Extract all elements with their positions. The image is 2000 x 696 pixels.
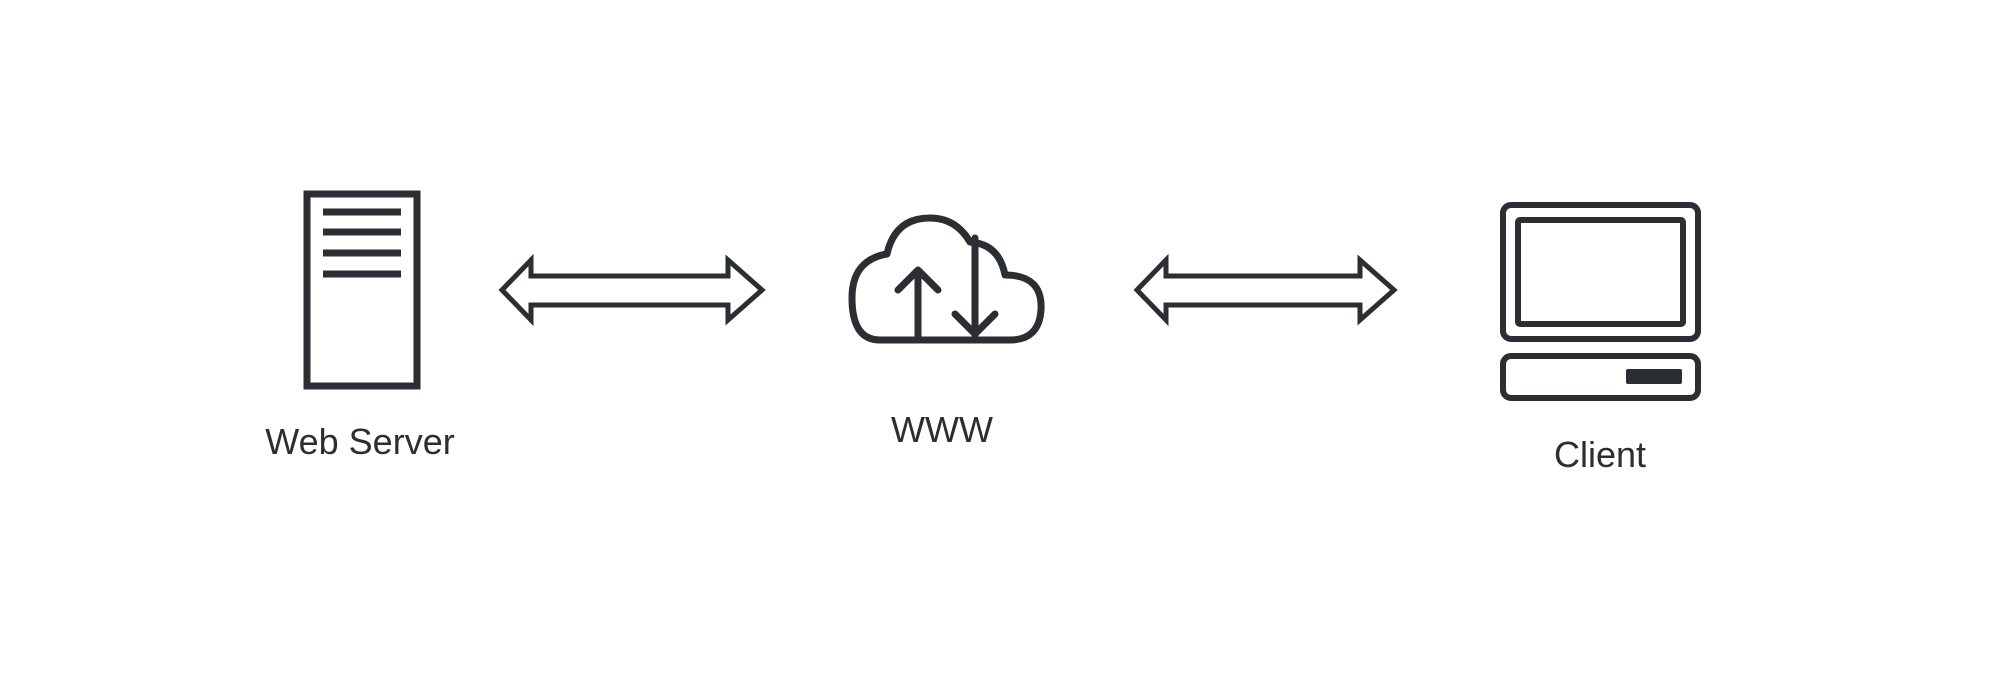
double-arrow-icon	[1133, 253, 1398, 327]
double-arrow-icon	[498, 253, 766, 327]
computer-icon	[1500, 202, 1701, 401]
www-label: WWW	[891, 409, 993, 450]
client-label: Client	[1553, 434, 1647, 475]
server-icon	[303, 190, 421, 390]
computer-slot-icon	[1626, 369, 1682, 384]
cloud-upload-download-icon	[848, 214, 1045, 344]
web-server-label: Web Server	[265, 421, 455, 462]
